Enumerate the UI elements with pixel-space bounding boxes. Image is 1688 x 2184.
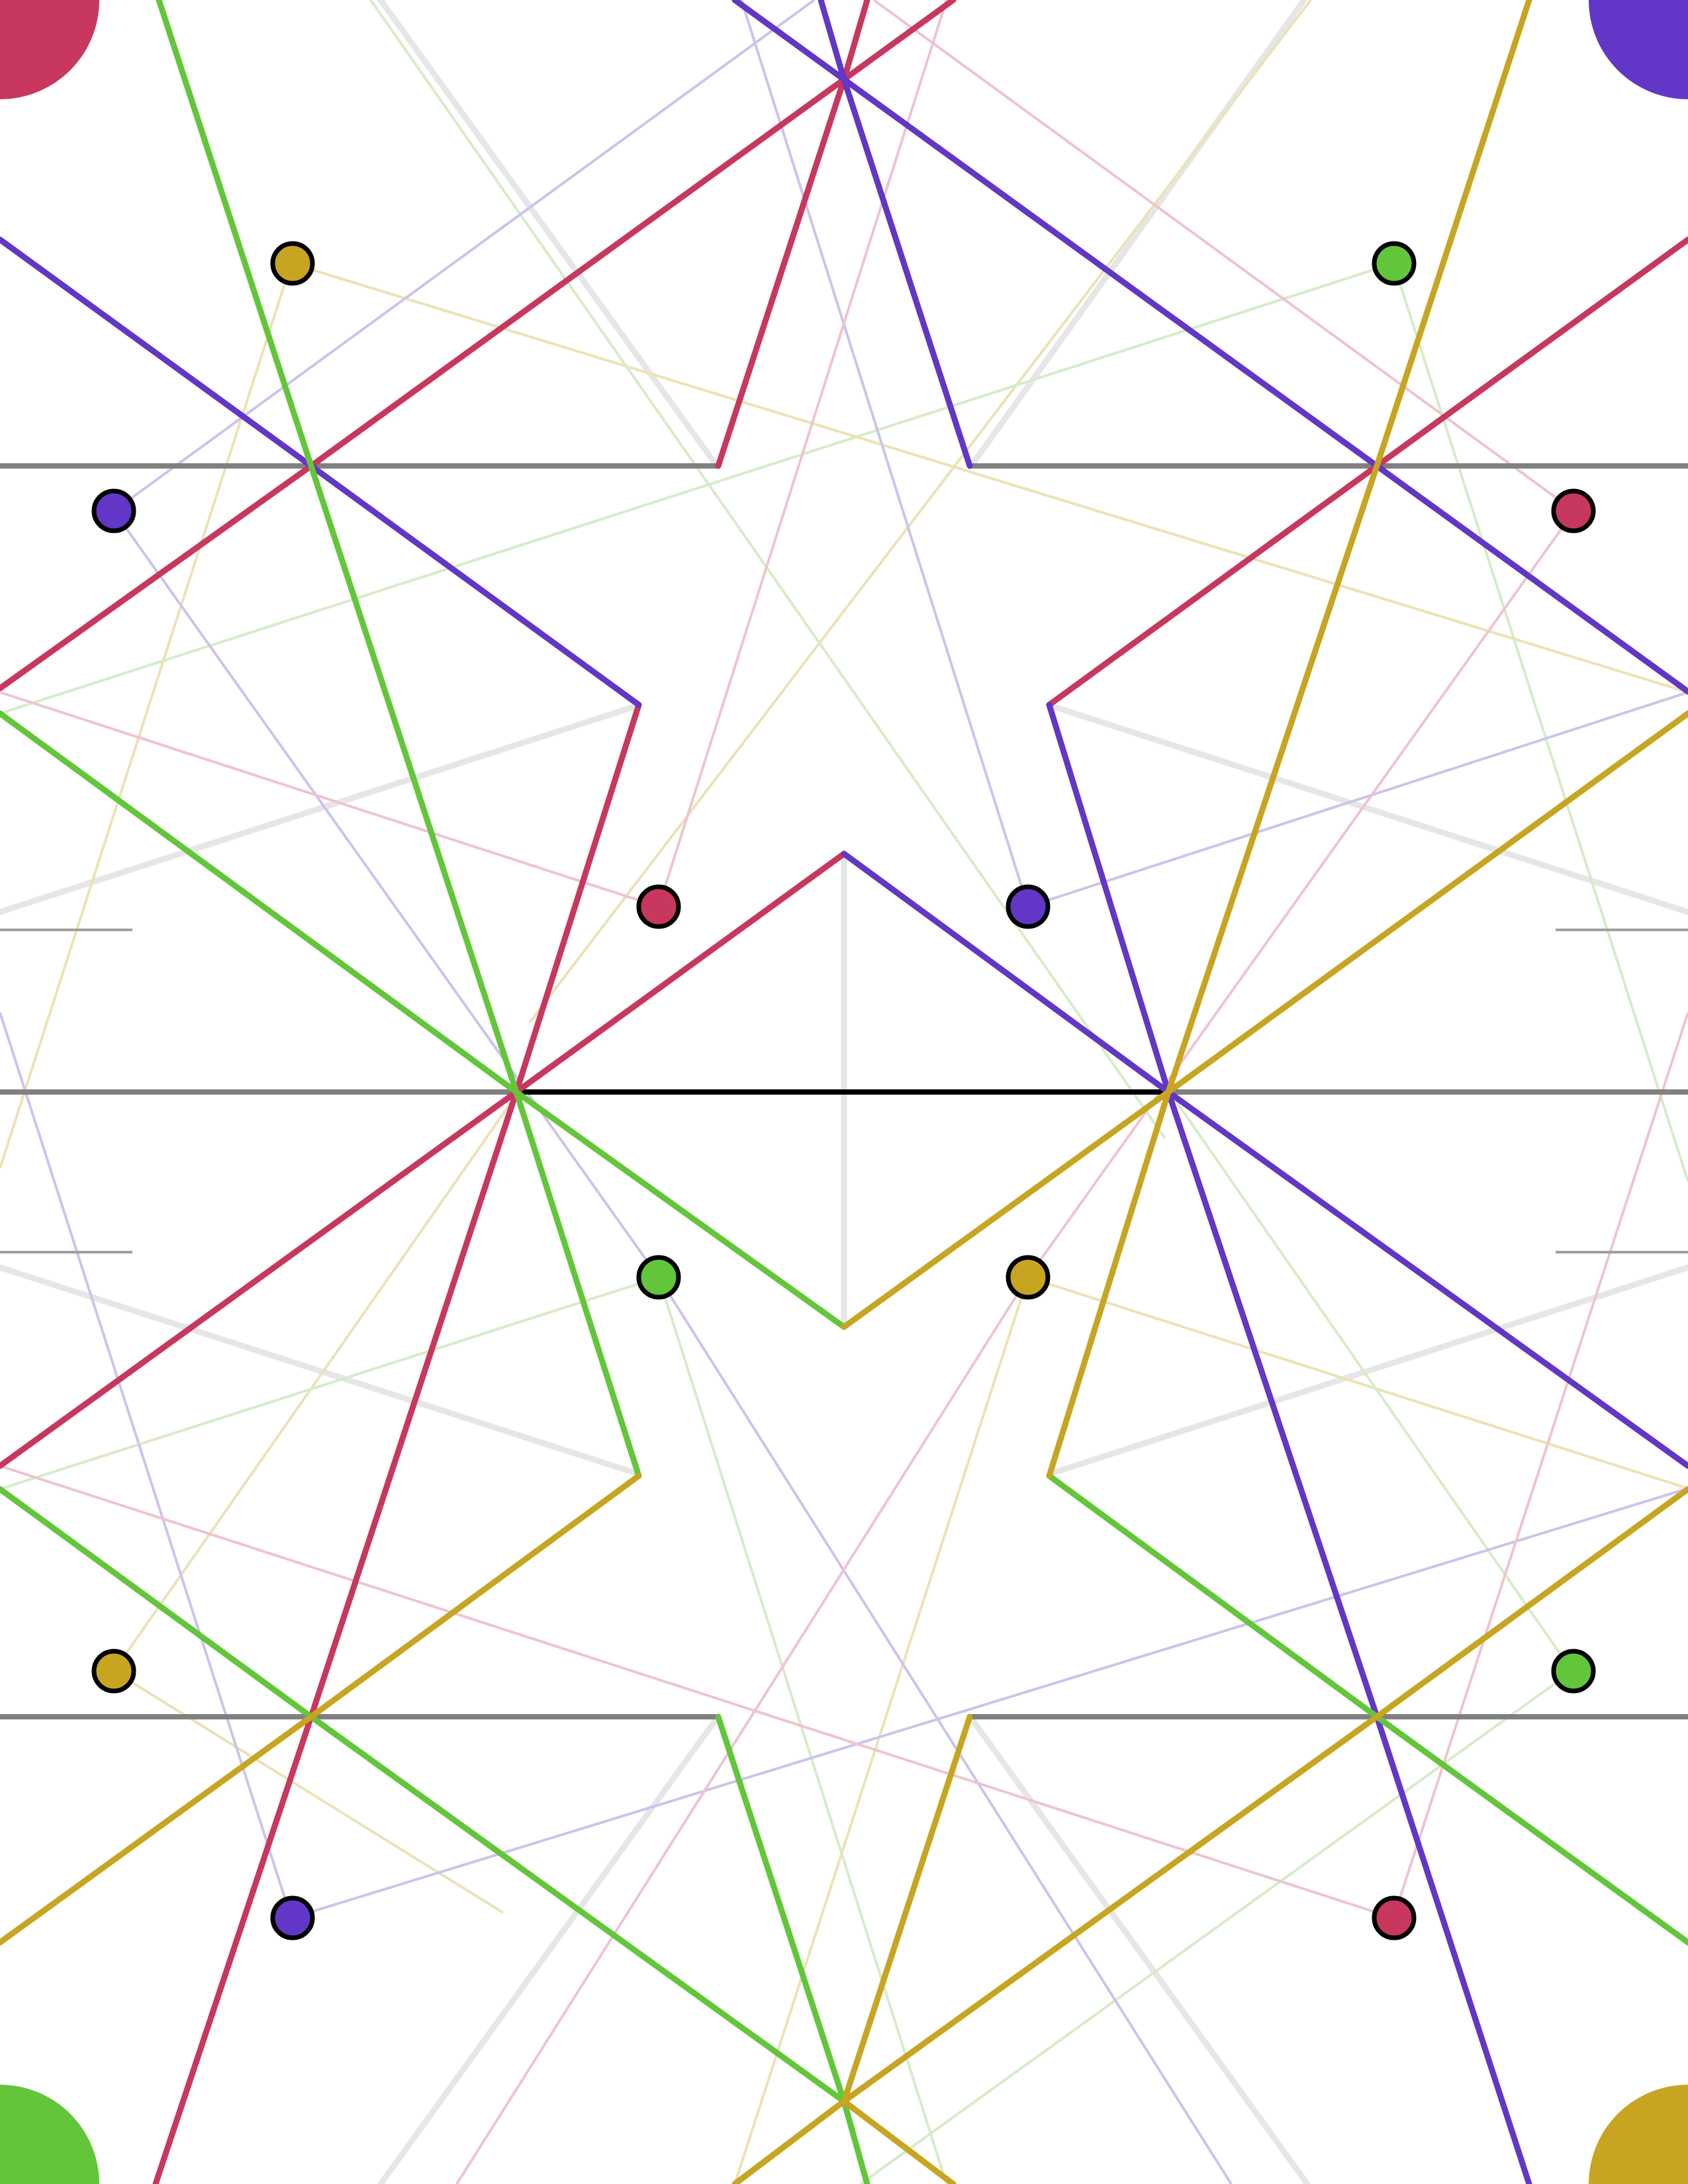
corner-marker-bottom-left <box>0 2085 99 2184</box>
point-bottom-right-red <box>1372 1895 1417 1940</box>
gray-horizontal-lines <box>0 463 1688 1719</box>
corner-marker-top-left <box>0 0 99 99</box>
point-center-right-purple <box>1006 884 1051 929</box>
corner-marker-bottom-right <box>1589 2085 1688 2184</box>
point-bottom-right-green <box>1551 1649 1596 1694</box>
point-top-left-gold <box>270 241 315 286</box>
point-center-left-red <box>636 884 681 929</box>
point-top-right-green <box>1372 241 1417 286</box>
point-left-purple <box>91 488 136 533</box>
point-center-left-green <box>636 1255 681 1300</box>
point-bottom-left-purple <box>270 1895 315 1940</box>
point-center-right-gold <box>1006 1255 1051 1300</box>
point-markers <box>91 241 1596 1940</box>
corner-marker-top-right <box>1589 0 1688 99</box>
point-bottom-left-gold <box>91 1649 136 1694</box>
point-right-red <box>1551 488 1596 533</box>
